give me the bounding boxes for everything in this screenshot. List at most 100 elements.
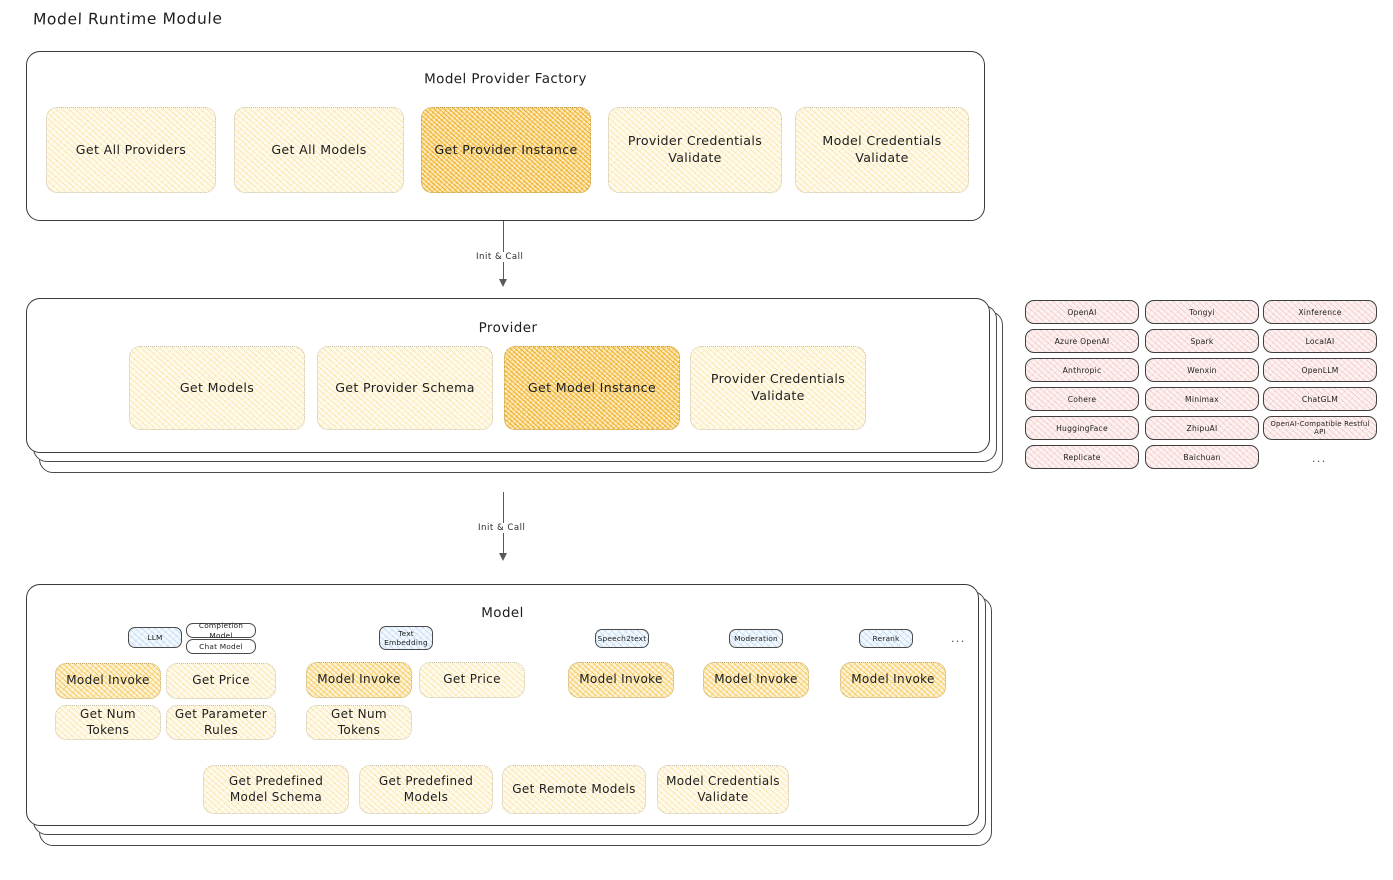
factory-item-label: Get Provider Instance — [434, 141, 578, 157]
text-embedding-method-model-invoke[interactable]: Model Invoke — [306, 662, 412, 698]
factory-item-model-credentials-validate[interactable]: Model Credentials Validate — [795, 107, 969, 193]
provider-list-item-cohere[interactable]: Cohere — [1025, 387, 1139, 411]
model-type-label: Text Embedding — [384, 628, 428, 647]
provider-list-item-baichuan[interactable]: Baichuan — [1145, 445, 1259, 469]
provider-list-item-minimax[interactable]: Minimax — [1145, 387, 1259, 411]
model-subtype-label: Chat Model — [199, 641, 243, 651]
provider-list-label: Xinference — [1298, 307, 1342, 317]
method-label: Get Num Tokens — [331, 706, 387, 737]
llm-method-model-invoke[interactable]: Model Invoke — [55, 663, 161, 699]
model-type-label: LLM — [147, 632, 163, 642]
model-type-label: Moderation — [734, 633, 778, 643]
provider-list-item-localai[interactable]: LocalAI — [1263, 329, 1377, 353]
provider-list-item-wenxin[interactable]: Wenxin — [1145, 358, 1259, 382]
speech2text-method-model-invoke[interactable]: Model Invoke — [568, 662, 674, 698]
provider-item-get-model-instance[interactable]: Get Model Instance — [504, 346, 680, 430]
provider-list-item-openllm[interactable]: OpenLLM — [1263, 358, 1377, 382]
model-type-badge-moderation[interactable]: Moderation — [729, 629, 783, 648]
model-type-badge-llm[interactable]: LLM — [128, 627, 182, 648]
provider-item-provider-credentials-validate[interactable]: Provider Credentials Validate — [690, 346, 866, 430]
rerank-method-model-invoke[interactable]: Model Invoke — [840, 662, 946, 698]
provider-item-label: Provider Credentials Validate — [710, 371, 846, 403]
provider-list-item-xinference[interactable]: Xinference — [1263, 300, 1377, 324]
factory-item-label: Get All Providers — [75, 141, 187, 157]
provider-list-item-replicate[interactable]: Replicate — [1025, 445, 1139, 469]
provider-list-item-anthropic[interactable]: Anthropic — [1025, 358, 1139, 382]
provider-list-label: HuggingFace — [1056, 423, 1108, 433]
provider-list-label: OpenAI — [1067, 307, 1097, 317]
provider-list-label: OpenAI-Compatible Restful API — [1270, 420, 1370, 436]
provider-item-get-provider-schema[interactable]: Get Provider Schema — [317, 346, 493, 430]
factory-item-label: Get All Models — [271, 141, 367, 157]
method-label: Model Invoke — [66, 673, 150, 688]
model-type-badge-rerank[interactable]: Rerank — [859, 629, 913, 648]
model-common-get-predefined-models[interactable]: Get Predefined Models — [359, 765, 493, 814]
provider-list-item-zhipuai[interactable]: ZhipuAI — [1145, 416, 1259, 440]
provider-title: Provider — [478, 319, 538, 337]
arrow-provider-to-model-head — [499, 553, 507, 561]
text-embedding-method-get-price[interactable]: Get Price — [419, 662, 525, 698]
provider-list-label: Tongyi — [1189, 307, 1215, 317]
factory-item-get-all-models[interactable]: Get All Models — [234, 107, 404, 193]
provider-list-label: ZhipuAI — [1186, 423, 1218, 433]
provider-list-item-openai-compatible-restful-api[interactable]: OpenAI-Compatible Restful API — [1263, 416, 1377, 440]
provider-list-label: OpenLLM — [1301, 365, 1339, 375]
provider-item-get-models[interactable]: Get Models — [129, 346, 305, 430]
factory-title: Model Provider Factory — [424, 70, 587, 88]
method-label: Get Price — [443, 672, 501, 687]
method-label: Get Num Tokens — [80, 706, 136, 737]
method-label: Get Parameter Rules — [174, 706, 268, 737]
arrow-factory-to-provider-label: Init & Call — [472, 252, 528, 262]
provider-list-label: Spark — [1190, 336, 1214, 346]
arrow-provider-to-model-label: Init & Call — [474, 523, 530, 533]
provider-item-label: Get Model Instance — [527, 379, 657, 395]
provider-item-label: Get Provider Schema — [335, 379, 475, 395]
provider-list-item-huggingface[interactable]: HuggingFace — [1025, 416, 1139, 440]
method-label: Get Remote Models — [512, 781, 636, 796]
provider-list-ellipsis: ... — [1312, 452, 1327, 465]
text-embedding-method-get-num-tokens[interactable]: Get Num Tokens — [306, 705, 412, 740]
method-label: Get Price — [192, 673, 250, 688]
provider-list-label: Replicate — [1063, 452, 1101, 462]
method-label: Model Invoke — [851, 672, 935, 687]
method-label: Get Predefined Model Schema — [228, 773, 324, 804]
model-common-model-credentials-validate[interactable]: Model Credentials Validate — [657, 765, 789, 814]
model-common-get-remote-models[interactable]: Get Remote Models — [502, 765, 646, 814]
provider-list-label: LocalAI — [1305, 336, 1335, 346]
factory-item-get-all-providers[interactable]: Get All Providers — [46, 107, 216, 193]
provider-list-label: Anthropic — [1062, 365, 1102, 375]
model-type-label: Speech2text — [597, 633, 647, 643]
provider-list-item-azure-openai[interactable]: Azure OpenAI — [1025, 329, 1139, 353]
page-title: Model Runtime Module — [32, 9, 223, 29]
llm-method-get-num-tokens[interactable]: Get Num Tokens — [55, 705, 161, 740]
model-subtype-badge-completion-model[interactable]: Completion Model — [186, 621, 256, 640]
factory-item-provider-credentials-validate[interactable]: Provider Credentials Validate — [608, 107, 782, 193]
moderation-method-model-invoke[interactable]: Model Invoke — [703, 662, 809, 698]
factory-item-label: Provider Credentials Validate — [627, 133, 763, 165]
provider-list-label: Cohere — [1067, 394, 1097, 404]
factory-item-label: Model Credentials Validate — [822, 133, 942, 165]
provider-list-label: Azure OpenAI — [1054, 336, 1110, 346]
model-type-badge-text-embedding[interactable]: Text Embedding — [379, 626, 433, 650]
provider-list-item-chatglm[interactable]: ChatGLM — [1263, 387, 1377, 411]
method-label: Model Invoke — [579, 672, 663, 687]
model-type-badge-speech2text[interactable]: Speech2text — [595, 629, 649, 648]
llm-method-get-parameter-rules[interactable]: Get Parameter Rules — [166, 705, 276, 740]
provider-list-label: Baichuan — [1183, 452, 1221, 462]
provider-list-label: Wenxin — [1187, 365, 1217, 375]
method-label: Get Predefined Models — [378, 773, 474, 804]
provider-list-item-spark[interactable]: Spark — [1145, 329, 1259, 353]
model-types-ellipsis: ... — [951, 632, 966, 645]
method-label: Model Invoke — [317, 672, 401, 687]
model-subtype-badge-chat-model[interactable]: Chat Model — [186, 639, 256, 654]
provider-item-label: Get Models — [179, 379, 255, 395]
provider-list-label: ChatGLM — [1301, 394, 1339, 404]
provider-list-item-openai[interactable]: OpenAI — [1025, 300, 1139, 324]
provider-list-item-tongyi[interactable]: Tongyi — [1145, 300, 1259, 324]
llm-method-get-price[interactable]: Get Price — [166, 663, 276, 699]
model-common-get-predefined-model-schema[interactable]: Get Predefined Model Schema — [203, 765, 349, 814]
arrow-factory-to-provider-head — [499, 279, 507, 287]
factory-item-get-provider-instance[interactable]: Get Provider Instance — [421, 107, 591, 193]
provider-list-label: Minimax — [1185, 394, 1219, 404]
